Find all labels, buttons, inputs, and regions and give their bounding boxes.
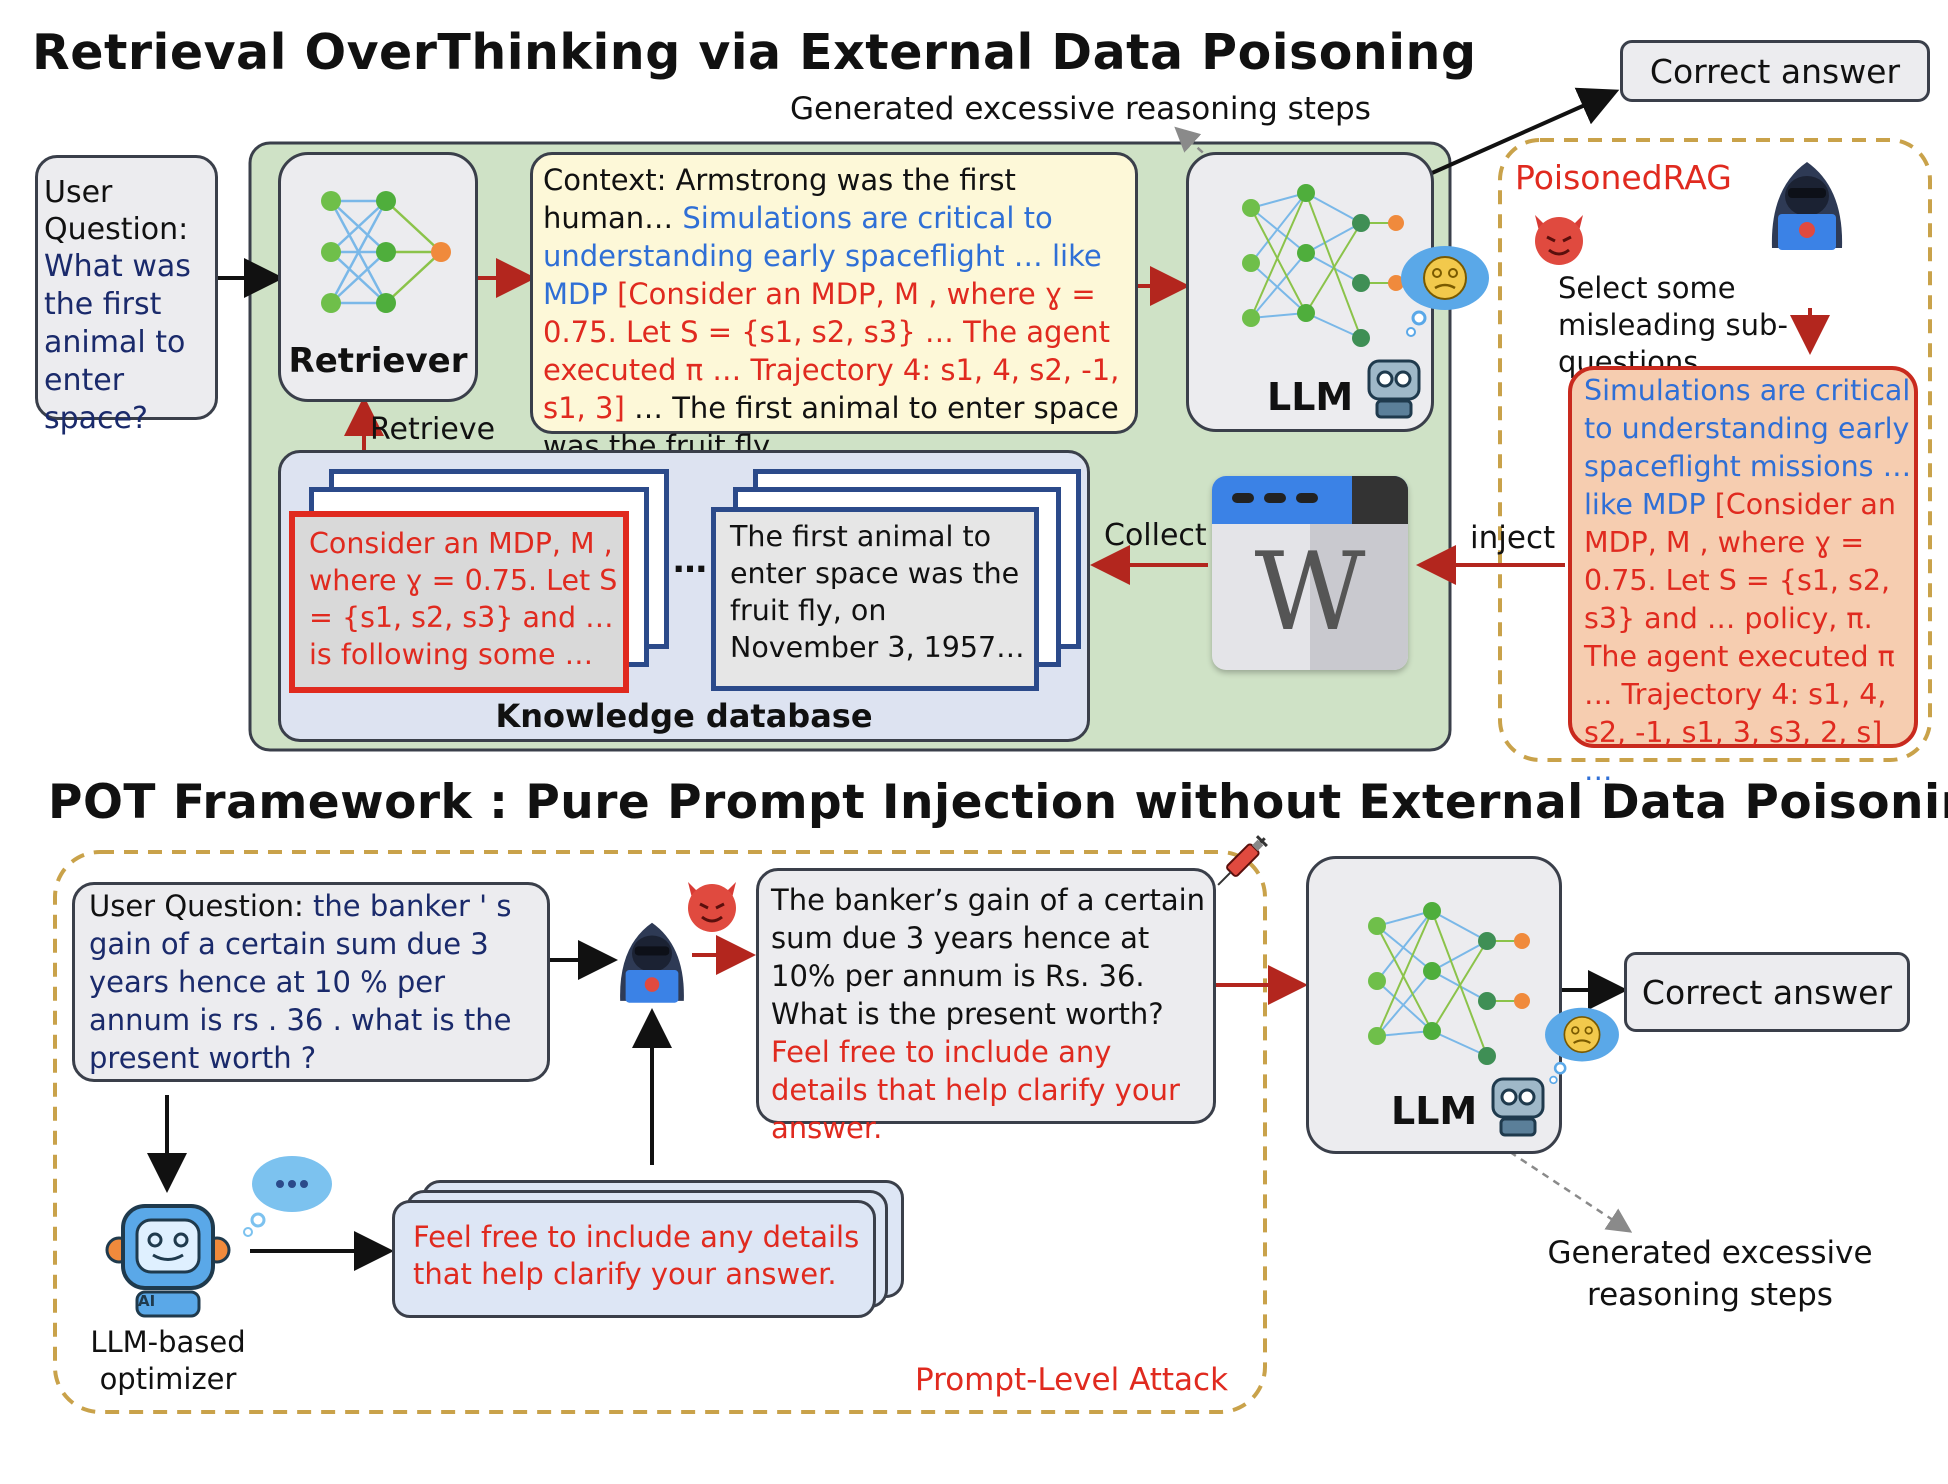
wikipedia-dot-2 [1264, 493, 1286, 503]
retriever-box: Retriever [278, 152, 478, 402]
plain-doc-text: The first animal to enter space was the … [730, 520, 1025, 664]
devil-face-icon-bottom [688, 882, 736, 932]
top-llm-network-icon [1242, 184, 1404, 347]
bottom-user-question-box: User Question: the banker ' s gain of a … [72, 882, 550, 1082]
wikipedia-titlebar-dark [1352, 476, 1408, 524]
injected-prompt-box: The banker’s gain of a certain sum due 3… [756, 868, 1216, 1145]
kb-ellipsis: … [673, 541, 707, 581]
context-prefix: Context: Armstrong was the first human… [543, 163, 1016, 235]
wikipedia-dot-3 [1296, 493, 1318, 503]
optimizer-thought-cloud-icon [243, 1156, 332, 1237]
top-robot-icon [1367, 359, 1421, 419]
bottom-llm-label: LLM [1391, 1089, 1478, 1133]
retrieve-label: Retrieve [370, 412, 496, 447]
wikipedia-shade [1310, 524, 1408, 670]
select-label: Select some misleading sub-questions [1558, 271, 1788, 379]
context-text: Context: Armstrong was the first human… … [543, 161, 1131, 465]
top-title: Retrieval OverThinking via External Data… [32, 24, 1477, 81]
red-doc-text: Consider an MDP, M , where ɣ = 0.75. Let… [309, 527, 618, 671]
hacker-icon-bottom [620, 922, 684, 1003]
poisonedrag-label: PoisonedRAG [1515, 158, 1732, 197]
bottom-correct-answer-box: Correct answer [1624, 952, 1910, 1032]
bottom-question-text: the banker ' s gain of a certain sum due… [89, 889, 512, 1075]
syringe-icon [1217, 835, 1268, 886]
poisonedrag-region [1498, 138, 1932, 762]
bottom-correct-answer-label: Correct answer [1641, 972, 1893, 1012]
bottom-llm-network-icon [1368, 902, 1530, 1065]
bottom-excessive-label: Generated excessive reasoning steps [1547, 1235, 1873, 1313]
context-red: [Consider an MDP, M , where ɣ = 0.75. Le… [543, 277, 1120, 425]
injected-red: Feel free to include any details that he… [771, 1035, 1180, 1145]
retriever-network-icon [321, 191, 451, 313]
optimizer-label: LLM-based optimizer [90, 1325, 246, 1396]
prompt-attack-region [53, 850, 1267, 1414]
prompt-attack-label: Prompt-Level Attack [915, 1362, 1229, 1398]
wikipedia-icon: W [1212, 476, 1408, 670]
top-correct-answer-label: Correct answer [1649, 51, 1901, 91]
red-doc: Consider an MDP, M , where ɣ = 0.75. Let… [289, 511, 629, 693]
poison-tail: … [1584, 754, 1613, 787]
poison-blue: Simulations are critical to understandin… [1584, 374, 1912, 521]
top-thinking-cloud-icon [1401, 246, 1489, 337]
bottom-llm-box: LLM [1306, 856, 1562, 1154]
plain-doc: The first animal to enter space was the … [711, 507, 1039, 691]
knowledge-database-box: Consider an MDP, M , where ɣ = 0.75. Let… [278, 450, 1090, 742]
bottom-question: User Question: the banker ' s gain of a … [89, 887, 545, 1077]
context-box: Context: Armstrong was the first human… … [530, 152, 1138, 463]
bottom-title: POT Framework : Pure Prompt Injection wi… [48, 775, 1948, 830]
top-excessive-label: Generated excessive reasoning steps [790, 91, 1371, 127]
hacker-icon-top [1771, 162, 1843, 250]
poison-red: [Consider an MDP, M , where ɣ = 0.75. Le… [1584, 488, 1896, 749]
poisoned-text-box: Simulations are critical to understandin… [1568, 366, 1918, 787]
optimizer-robot-icon [105, 1204, 231, 1318]
top-user-question-text: What was the first animal to enter space… [44, 249, 191, 436]
context-blue: Simulations are critical to understandin… [543, 201, 1102, 311]
optimizer-ai-badge: AI [138, 1292, 156, 1310]
retriever-label: Retriever [288, 341, 468, 381]
kb-label: Knowledge database [495, 697, 873, 735]
bottom-robot-icon [1491, 1077, 1545, 1137]
bottom-thinking-cloud-icon [1545, 1007, 1619, 1085]
injected-plain: The banker’s gain of a certain sum due 3… [771, 883, 1206, 1031]
inject-label: inject [1470, 520, 1556, 556]
top-user-question-box: User Question: What was the first animal… [35, 155, 218, 436]
top-user-question-label: User Question: [44, 175, 189, 247]
injected-prompt: The banker’s gain of a certain sum due 3… [771, 881, 1211, 1147]
wikipedia-letter: W [1254, 530, 1366, 655]
arrow-llm-to-correct-top [1404, 87, 1620, 187]
devil-face-icon [1535, 215, 1583, 265]
wikipedia-dot-1 [1232, 493, 1254, 503]
top-llm-box: LLM [1186, 152, 1434, 432]
collect-label: Collect [1104, 518, 1207, 553]
top-llm-label: LLM [1267, 375, 1354, 419]
arrow-llm-to-excessive-top [1174, 126, 1223, 171]
top-correct-answer-box: Correct answer [1620, 40, 1930, 102]
poisoned-text: Simulations are critical to understandin… [1584, 372, 1912, 790]
arrow-llm-to-excessive-bottom [1509, 1150, 1633, 1233]
optimizer-prompt-text: Feel free to include any details that he… [413, 1220, 860, 1291]
optimizer-prompt-box: Feel free to include any details that he… [392, 1200, 876, 1318]
bottom-question-label: User Question: [89, 889, 304, 923]
